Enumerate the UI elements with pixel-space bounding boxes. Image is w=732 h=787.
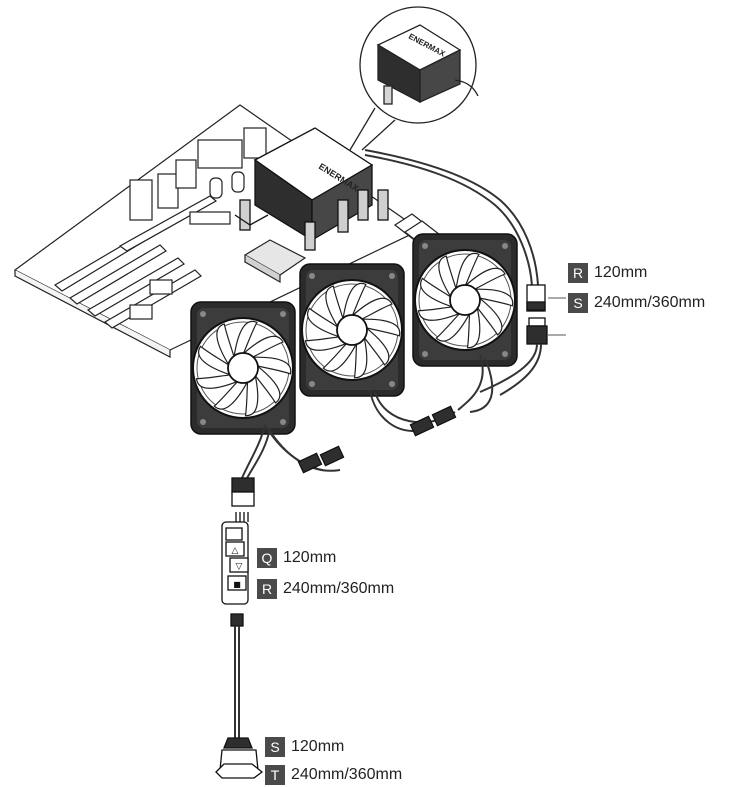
pump-cable (364, 149, 539, 287)
callout-mid-top: Q 120mm (257, 547, 336, 569)
fan-left (190, 301, 296, 435)
leader-lines (548, 297, 566, 336)
callout-bottom-top: S 120mm (265, 736, 344, 758)
callout-size: 120mm (594, 264, 648, 281)
callout-badge: R (257, 579, 277, 599)
pump-fittings (239, 189, 389, 251)
callout-size: 240mm/360mm (291, 766, 403, 783)
bottom-connector (215, 737, 264, 779)
inset-detail: ENERMAX (349, 6, 479, 151)
fan-right (412, 233, 518, 367)
svg-text:■: ■ (233, 580, 241, 589)
pump-block: ENERMAX (234, 127, 389, 251)
callout-right-top: R 120mm (568, 262, 647, 284)
callout-badge: S (568, 293, 588, 313)
callout-size: 120mm (283, 549, 337, 566)
fan-splitters (297, 405, 457, 474)
fan-middle (299, 263, 405, 397)
callout-badge: R (568, 263, 588, 283)
callout-mid-bottom: R 240mm/360mm (257, 578, 394, 600)
callout-size: 120mm (291, 738, 345, 755)
callout-size: 240mm/360mm (594, 294, 706, 311)
controller: △ ▽ ■ (221, 521, 249, 605)
controller-cable (230, 613, 244, 738)
callout-badge: S (265, 737, 285, 757)
callout-right-bottom: S 240mm/360mm (568, 292, 705, 314)
svg-text:△: △ (232, 546, 239, 556)
svg-text:▽: ▽ (236, 562, 243, 572)
callout-badge: T (265, 765, 285, 785)
left-connector (231, 477, 255, 522)
callout-bottom-bottom: T 240mm/360mm (265, 764, 402, 786)
board-components (129, 127, 267, 320)
callout-size: 240mm/360mm (283, 580, 395, 597)
callout-badge: Q (257, 548, 277, 568)
